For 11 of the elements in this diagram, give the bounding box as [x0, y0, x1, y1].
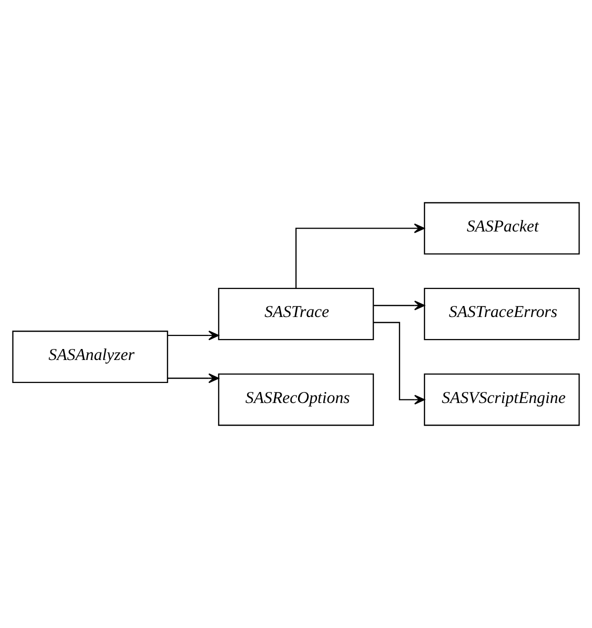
node-box: SASTrace [218, 288, 374, 340]
arrow [373, 322, 425, 405]
arrow [168, 330, 219, 340]
node-box: SASTraceErrors [424, 288, 580, 340]
node-box: SASRecOptions [218, 373, 374, 426]
node-box: SASVScriptEngine [424, 373, 580, 426]
arrow [295, 223, 425, 288]
node-box: SASAnalyzer [12, 330, 168, 383]
arrow [168, 373, 219, 384]
arrow [374, 300, 425, 310]
node-box: SASPacket [424, 202, 580, 255]
